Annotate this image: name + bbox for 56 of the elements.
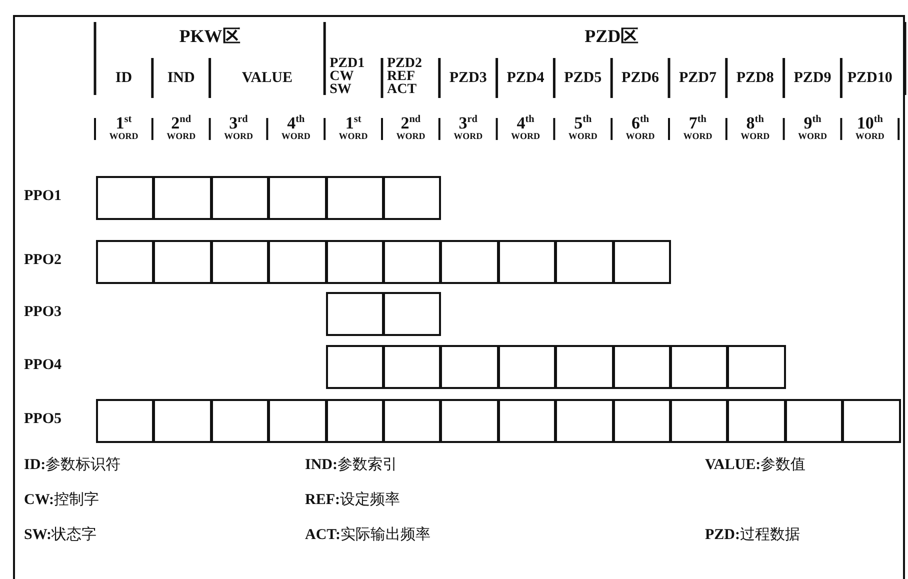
column-heading: VALUE — [240, 70, 294, 87]
row-label: PPO5 — [24, 411, 62, 428]
column-heading: PZD1 CW SW — [330, 57, 366, 96]
word-ordinal: 9$^{th}$ — [802, 112, 822, 133]
abbreviation-note: CW:控制字 — [24, 490, 99, 509]
word-label: WORD — [452, 131, 484, 141]
word-label: WORD — [624, 131, 656, 141]
row-label: PPO3 — [24, 304, 62, 321]
abbreviation-note: VALUE:参数值 — [705, 456, 806, 474]
word-label: WORD — [108, 131, 140, 141]
column-heading: ID — [114, 70, 134, 87]
word-label: WORD — [682, 131, 714, 141]
column-heading: PZD10 — [846, 70, 894, 87]
abbreviation-note: SW:状态字 — [24, 525, 97, 544]
word-label: WORD — [166, 131, 197, 141]
column-heading: IND — [166, 70, 196, 87]
abbreviation-note: ACT:实际输出频率 — [305, 525, 431, 544]
word-ordinal: 4$^{th}$ — [516, 112, 536, 133]
row-label: PPO4 — [24, 357, 62, 374]
column-heading: PZD7 — [678, 70, 718, 87]
abbreviation-note: ID:参数标识符 — [24, 456, 121, 474]
word-ordinal: 1$^{st}$ — [114, 112, 133, 133]
column-heading: PZD4 — [506, 70, 546, 87]
column-heading: PZD5 — [563, 70, 603, 87]
abbreviation-note: IND:参数索引 — [305, 456, 398, 474]
column-heading: PZD9 — [792, 70, 832, 87]
word-label: WORD — [567, 131, 598, 141]
word-label: WORD — [338, 131, 369, 141]
word-ordinal: 7$^{th}$ — [688, 112, 708, 133]
column-heading: PZD8 — [735, 70, 775, 87]
section-heading: PKW区 — [178, 25, 242, 48]
word-label: WORD — [222, 131, 254, 141]
word-ordinal: 10$^{th}$ — [856, 112, 884, 133]
word-ordinal: 8$^{th}$ — [745, 112, 765, 133]
row-label: PPO1 — [24, 188, 62, 205]
section-heading: PZD区 — [584, 25, 640, 48]
word-ordinal: 2$^{nd}$ — [400, 112, 422, 133]
word-label: WORD — [740, 131, 771, 141]
column-heading: PZD6 — [620, 70, 660, 87]
word-ordinal: 3$^{rd}$ — [228, 112, 249, 133]
abbreviation-note: REF:设定频率 — [305, 490, 400, 509]
word-label: WORD — [796, 131, 828, 141]
word-ordinal: 4$^{th}$ — [286, 112, 306, 133]
word-ordinal: 2$^{nd}$ — [170, 112, 192, 133]
word-ordinal: 6$^{th}$ — [630, 112, 650, 133]
word-ordinal: 1$^{st}$ — [344, 112, 362, 133]
column-heading: PZD3 — [448, 70, 488, 87]
word-label: WORD — [280, 131, 312, 141]
row-label: PPO2 — [24, 252, 62, 269]
word-label: WORD — [854, 131, 886, 141]
word-label: WORD — [395, 131, 426, 141]
column-heading: PZD2 REF ACT — [387, 57, 423, 96]
word-ordinal: 5$^{th}$ — [573, 112, 593, 133]
abbreviation-note: PZD:过程数据 — [705, 526, 800, 544]
word-label: WORD — [510, 131, 541, 141]
word-ordinal: 3$^{rd}$ — [458, 112, 478, 133]
